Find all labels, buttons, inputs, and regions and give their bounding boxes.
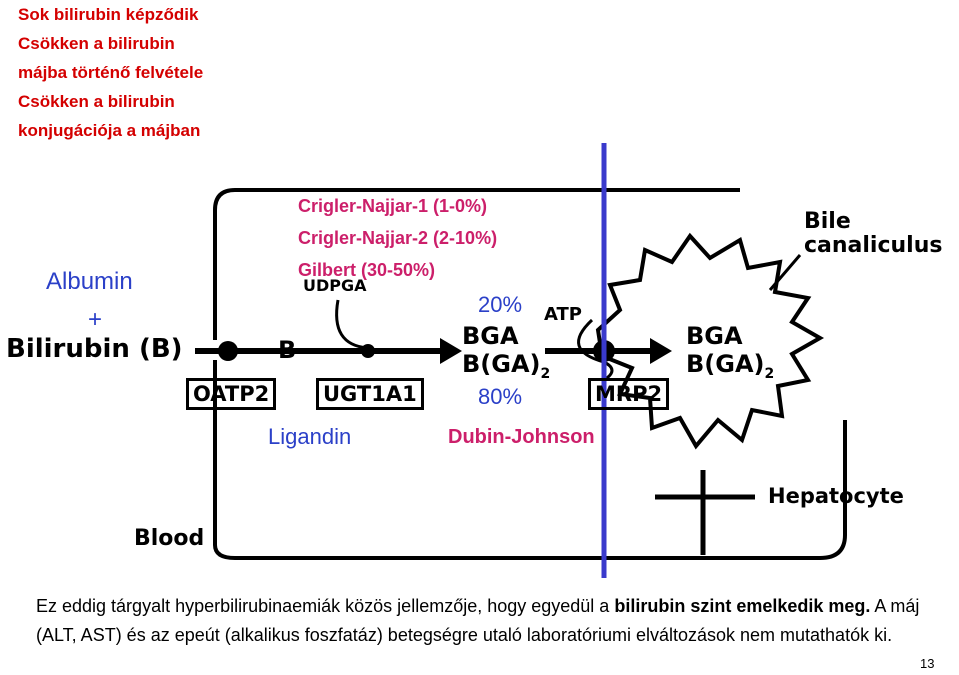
caption-text: Ez eddig tárgyalt hyperbilirubinaemiák k… [36, 592, 936, 650]
syndrome-crigler-najjar-2: Crigler-Najjar-2 (2-10%) [298, 228, 498, 248]
uptake-arrowhead [440, 338, 462, 364]
title-line-3: májba történő felvétele [18, 63, 204, 82]
syndrome-crigler-najjar-1: Crigler-Najjar-1 (1-0%) [298, 196, 488, 216]
export-arrowhead [650, 338, 672, 364]
bga-inside-label: BGA [462, 322, 519, 350]
oatp2-transporter-dot [218, 341, 238, 361]
title-block: Sok bilirubin képződik Csökken a bilirub… [18, 0, 203, 145]
syndrome-list: Crigler-Najjar-1 (1-0%) Crigler-Najjar-2… [298, 190, 497, 286]
bga-outside-label: BGA [686, 322, 743, 350]
hepatocyte-membrane-lower [213, 360, 847, 560]
title-line-4: Csökken a bilirubin [18, 92, 175, 111]
udpga-arrow [335, 299, 369, 350]
caption-part-1: Ez eddig tárgyalt hyperbilirubinaemiák k… [36, 596, 615, 616]
hepatocyte-label: Hepatocyte [768, 484, 904, 508]
blood-label: Blood [134, 526, 205, 551]
title-line-1: Sok bilirubin képződik [18, 5, 199, 24]
ligandin-label: Ligandin [268, 424, 352, 449]
dubin-johnson-label: Dubin-Johnson [448, 426, 595, 448]
plus-label: + [88, 306, 103, 333]
bile-label-line-1: Bile [804, 209, 851, 234]
page-number: 13 [920, 656, 935, 671]
udpga-label: UDPGA [303, 276, 367, 295]
ugt1a1-box: UGT1A1 [316, 378, 424, 410]
bile-pointer [768, 254, 802, 291]
pct80-label: 80% [478, 384, 523, 409]
caption-part-2: A máj (ALT, AST) és az epeút (alkalikus … [36, 596, 920, 645]
bga2-outside-label: B(GA)2 [686, 350, 775, 382]
bile-label-line-2: canaliculus [804, 233, 943, 258]
hepatocyte-membrane [213, 188, 740, 340]
b-label: B [278, 336, 297, 364]
bilirubin-label: Bilirubin (B) [6, 334, 183, 364]
atp-label: ATP [544, 304, 583, 325]
albumin-label: Albumin [46, 268, 133, 295]
syndrome-gilbert: Gilbert (30-50%) [298, 260, 436, 280]
title-line-5: konjugációja a májban [18, 121, 201, 140]
mrp2-box: MRP2 [588, 378, 670, 410]
bile-canaliculus-outline [595, 232, 825, 450]
caption-bold: bilirubin szint emelkedik meg. [614, 596, 871, 616]
pct20-label: 20% [478, 292, 523, 317]
bile-canaliculus-label: Bile canaliculus [804, 210, 942, 258]
oatp2-box: OATP2 [186, 378, 277, 410]
bga2-inside-label: B(GA)2 [462, 350, 551, 382]
title-line-2: Csökken a bilirubin [18, 34, 175, 53]
